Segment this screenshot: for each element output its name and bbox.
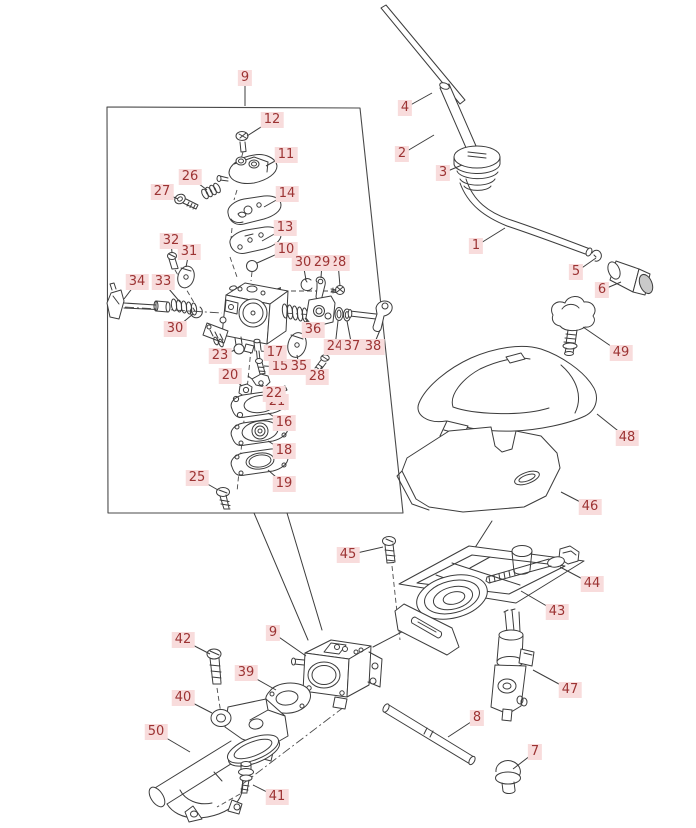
air-cleaner-base-43 bbox=[394, 545, 585, 656]
callout-45: 45 bbox=[336, 547, 360, 563]
callout-20: 20 bbox=[218, 368, 242, 384]
callout-34: 34 bbox=[125, 274, 149, 290]
callout-26: 26 bbox=[178, 169, 202, 185]
callout-27: 27 bbox=[150, 184, 174, 200]
callout-32: 32 bbox=[159, 233, 183, 249]
clip-30-right bbox=[300, 278, 313, 292]
callout-11: 11 bbox=[274, 147, 298, 163]
screw-27 bbox=[174, 193, 199, 210]
callout-31: 31 bbox=[177, 244, 201, 260]
callout-7: 7 bbox=[527, 744, 543, 760]
callout-35: 35 bbox=[287, 359, 311, 375]
callout-44: 44 bbox=[580, 576, 604, 592]
intake-bellows bbox=[416, 574, 488, 620]
screw-32 bbox=[167, 252, 179, 270]
intake-elbow-50 bbox=[148, 734, 281, 823]
carburetor-body bbox=[202, 282, 289, 354]
screw-45 bbox=[382, 536, 396, 564]
throttle-shaft-34 bbox=[106, 282, 171, 320]
callout-22: 22 bbox=[262, 386, 286, 402]
spring-26 bbox=[201, 182, 221, 200]
gasket-13 bbox=[229, 226, 282, 254]
main-pipe-1 bbox=[459, 178, 593, 257]
callout-25: 25 bbox=[185, 470, 209, 486]
bolt-41 bbox=[238, 761, 254, 794]
plug-7 bbox=[495, 760, 521, 795]
choke-plate-31 bbox=[177, 265, 195, 289]
callout-23: 23 bbox=[208, 348, 232, 364]
callout-9: 9 bbox=[265, 625, 281, 641]
callout-13: 13 bbox=[273, 220, 297, 236]
bracket-36 bbox=[305, 295, 336, 328]
pump-cover-11 bbox=[216, 154, 278, 184]
callout-30: 30 bbox=[163, 321, 187, 337]
callout-6: 6 bbox=[594, 282, 610, 298]
choke-shaft-38 bbox=[347, 300, 393, 332]
callout-48: 48 bbox=[615, 430, 639, 446]
spring-36 bbox=[281, 303, 309, 323]
callout-3: 3 bbox=[435, 165, 451, 181]
callout-24: 24 bbox=[323, 339, 347, 355]
callout-28: 28 bbox=[305, 369, 329, 385]
air-cleaner-cover-48 bbox=[417, 345, 597, 442]
callout-15: 15 bbox=[268, 359, 292, 375]
callout-46: 46 bbox=[578, 499, 602, 515]
callout-12: 12 bbox=[260, 112, 284, 128]
callout-43: 43 bbox=[545, 604, 569, 620]
clip-5 bbox=[591, 249, 602, 262]
callout-19: 19 bbox=[272, 476, 296, 492]
callout-14: 14 bbox=[275, 186, 299, 202]
callout-4: 4 bbox=[397, 100, 413, 116]
screw-25 bbox=[216, 487, 231, 510]
o-ring-24 bbox=[334, 307, 344, 321]
knob-49 bbox=[551, 296, 596, 356]
drive-pipe-assembly bbox=[380, 4, 654, 296]
callout-40: 40 bbox=[171, 690, 195, 706]
end-cap-6 bbox=[607, 260, 654, 296]
callout-37: 37 bbox=[340, 339, 364, 355]
callout-29: 29 bbox=[310, 255, 334, 271]
needle-17 bbox=[253, 338, 262, 362]
mount-plate bbox=[394, 603, 460, 656]
callout-2: 2 bbox=[394, 146, 410, 162]
throttle-plate-35 bbox=[287, 332, 307, 358]
callout-16: 16 bbox=[272, 415, 296, 431]
callout-41: 41 bbox=[265, 789, 289, 805]
callout-42: 42 bbox=[171, 632, 195, 648]
screw-12 bbox=[235, 131, 249, 153]
callout-10: 10 bbox=[274, 242, 298, 258]
gasket-39 bbox=[265, 682, 311, 714]
callout-8: 8 bbox=[469, 710, 485, 726]
callout-1: 1 bbox=[468, 238, 484, 254]
callout-5: 5 bbox=[568, 264, 584, 280]
callout-18: 18 bbox=[272, 443, 296, 459]
callout-33: 33 bbox=[151, 274, 175, 290]
ball-10 bbox=[246, 260, 258, 272]
callout-17: 17 bbox=[263, 345, 287, 361]
clip-30-left bbox=[189, 306, 203, 319]
callout-36: 36 bbox=[301, 322, 325, 338]
detail-box bbox=[106, 106, 404, 514]
plug-23 bbox=[233, 336, 245, 355]
screw-15 bbox=[255, 358, 266, 375]
metering-lever-22 bbox=[247, 373, 271, 388]
pump-plate-14 bbox=[227, 195, 282, 225]
air-filter-element-46 bbox=[396, 426, 561, 513]
grommet-3 bbox=[453, 145, 501, 191]
callout-50: 50 bbox=[144, 724, 168, 740]
callout-30: 30 bbox=[291, 255, 315, 271]
carburetor-assembled-9 bbox=[291, 639, 383, 710]
callout-38: 38 bbox=[361, 339, 385, 355]
callout-47: 47 bbox=[558, 682, 582, 698]
choke-lever-47 bbox=[490, 608, 535, 722]
inner-tube-4 bbox=[380, 4, 466, 105]
callout-9: 9 bbox=[237, 70, 253, 86]
callout-49: 49 bbox=[609, 345, 633, 361]
fuel-tube-8 bbox=[382, 703, 476, 766]
callout-39: 39 bbox=[234, 665, 258, 681]
screw-42 bbox=[206, 648, 222, 685]
bolt-44 bbox=[485, 545, 580, 584]
